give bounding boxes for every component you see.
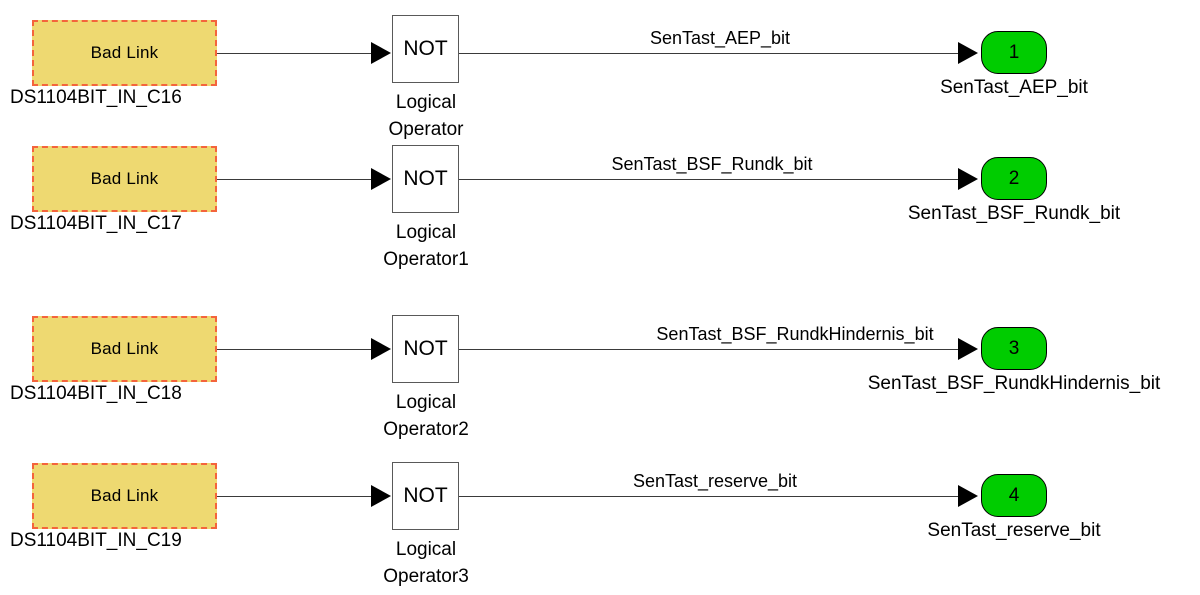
arrow-head-icon	[958, 485, 978, 507]
bad-link-label: Bad Link	[90, 486, 159, 505]
logical-operator-caption-line1: Logical	[395, 222, 457, 243]
outport-block[interactable]: 4	[981, 474, 1047, 517]
outport-block[interactable]: 3	[981, 327, 1047, 370]
source-block-caption: DS1104BIT_IN_C17	[10, 213, 182, 234]
logical-operator-caption-line2: Operator2	[383, 418, 469, 440]
signal-label: SenTast_AEP_bit	[645, 28, 795, 49]
arrow-head-icon	[371, 168, 391, 190]
wire-source-to-gate[interactable]	[217, 496, 378, 497]
arrow-head-icon	[958, 168, 978, 190]
logical-operator-caption-line1: Logical	[395, 92, 457, 113]
outport-number: 1	[1008, 41, 1020, 63]
logical-operator-caption: Logical Operator3	[383, 537, 469, 591]
wire-gate-to-outport[interactable]	[459, 53, 963, 54]
signal-label: SenTast_BSF_RundkHindernis_bit	[652, 324, 938, 345]
outport-caption: SenTast_BSF_RundkHindernis_bit	[867, 373, 1161, 394]
arrow-head-icon	[371, 338, 391, 360]
logical-operator-block[interactable]: NOT	[392, 145, 459, 213]
logical-operator-caption-line2: Operator3	[383, 565, 469, 587]
signal-label: SenTast_BSF_Rundk_bit	[607, 154, 817, 175]
outport-caption: SenTast_AEP_bit	[940, 77, 1088, 98]
logical-operator-block[interactable]: NOT	[392, 15, 459, 83]
logical-operator-caption: Logical Operator	[389, 90, 464, 144]
logical-operator-caption-line2: Operator	[388, 118, 464, 140]
not-gate-label: NOT	[403, 337, 448, 360]
outport-block[interactable]: 2	[981, 157, 1047, 200]
arrow-head-icon	[958, 42, 978, 64]
arrow-head-icon	[371, 42, 391, 64]
arrow-head-icon	[958, 338, 978, 360]
source-block-caption: DS1104BIT_IN_C18	[10, 383, 182, 404]
logical-operator-block[interactable]: NOT	[392, 315, 459, 383]
outport-number: 3	[1008, 337, 1020, 359]
logical-operator-caption-line1: Logical	[395, 392, 457, 413]
bad-link-label: Bad Link	[90, 169, 159, 188]
outport-caption: SenTast_reserve_bit	[927, 520, 1101, 541]
signal-label: SenTast_reserve_bit	[628, 471, 802, 492]
bad-link-block[interactable]: Bad Link	[32, 20, 217, 86]
not-gate-label: NOT	[403, 37, 448, 60]
wire-source-to-gate[interactable]	[217, 349, 378, 350]
wire-source-to-gate[interactable]	[217, 179, 378, 180]
bad-link-label: Bad Link	[90, 339, 159, 358]
not-gate-label: NOT	[403, 167, 448, 190]
wire-gate-to-outport[interactable]	[459, 179, 963, 180]
bad-link-label: Bad Link	[90, 43, 159, 62]
logical-operator-block[interactable]: NOT	[392, 462, 459, 530]
source-block-caption: DS1104BIT_IN_C19	[10, 530, 182, 551]
bad-link-block[interactable]: Bad Link	[32, 463, 217, 529]
logical-operator-caption: Logical Operator2	[383, 390, 469, 444]
bad-link-block[interactable]: Bad Link	[32, 316, 217, 382]
wire-gate-to-outport[interactable]	[459, 349, 963, 350]
logical-operator-caption: Logical Operator1	[383, 220, 469, 274]
outport-number: 2	[1008, 167, 1020, 189]
outport-block[interactable]: 1	[981, 31, 1047, 74]
wire-source-to-gate[interactable]	[217, 53, 378, 54]
logical-operator-caption-line1: Logical	[395, 539, 457, 560]
source-block-caption: DS1104BIT_IN_C16	[10, 87, 182, 108]
wire-gate-to-outport[interactable]	[459, 496, 963, 497]
logical-operator-caption-line2: Operator1	[383, 248, 469, 270]
outport-number: 4	[1008, 484, 1020, 506]
not-gate-label: NOT	[403, 484, 448, 507]
arrow-head-icon	[371, 485, 391, 507]
bad-link-block[interactable]: Bad Link	[32, 146, 217, 212]
outport-caption: SenTast_BSF_Rundk_bit	[907, 203, 1121, 224]
